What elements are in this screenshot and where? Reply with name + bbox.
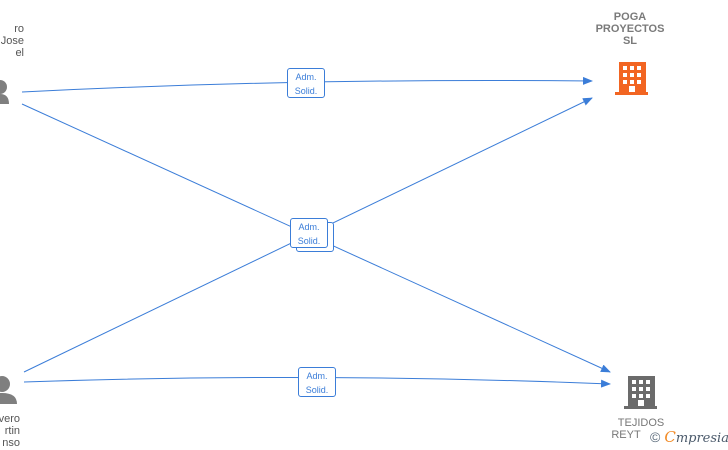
copyright-symbol: © [650,429,661,445]
relation-label-line: Adm. [306,371,328,381]
brand-initial: C [664,428,676,446]
person-name-line: vero [0,413,20,425]
relation-label[interactable]: Adm. Solid. [290,218,328,248]
company-name-line: SL [622,35,638,47]
person-name-line: ro [14,23,24,35]
relation-label[interactable]: Adm. Solid. [298,367,336,397]
building-icon [615,62,648,95]
company-name-line: TEJIDOS [617,417,665,429]
company-name-line: REYT [611,429,641,441]
building-icon [624,376,657,409]
relation-label[interactable]: Adm. Solid. [287,68,325,98]
relation-label-line: Adm. [295,72,317,82]
company-name-label[interactable]: POGA PROYECTOS SL [585,11,675,47]
person-icon [0,80,9,104]
person-name-line: el [15,47,24,59]
person-name-line: Jose [0,35,24,47]
relation-label-line: Solid. [297,236,321,246]
person-name-label: ro Jose el [0,23,24,59]
person-name-line: rtin [4,425,20,437]
person-name-line: nso [2,437,20,449]
company-name-label[interactable]: TEJIDOS REYT [596,417,686,441]
brand-name: mpresia [675,431,728,446]
person-icon [0,376,17,404]
relation-label-line: Adm. [298,222,320,232]
company-name-line: POGA [613,11,647,23]
relation-label-line: Solid. [294,86,318,96]
relation-label-line: Solid. [305,385,329,395]
empresia-brand: ©Cmpresia [650,428,728,448]
company-name-line: PROYECTOS [595,23,665,35]
person-name-label: vero rtin nso [0,413,20,449]
